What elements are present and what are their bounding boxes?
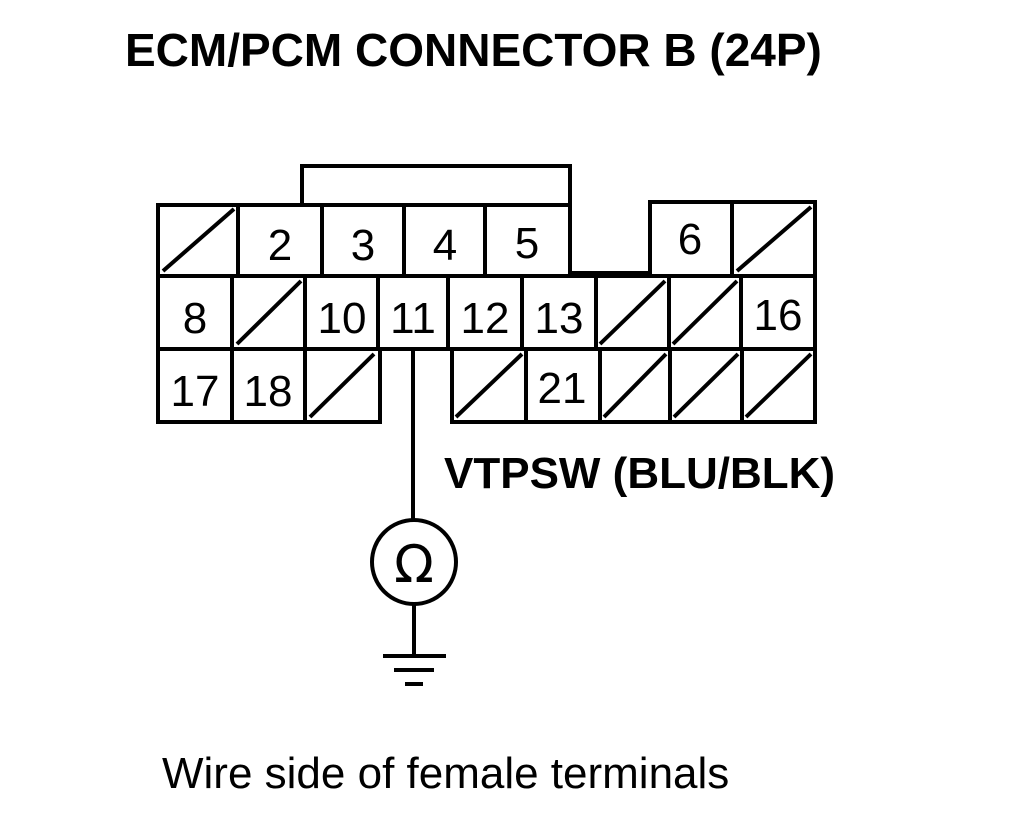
wire-label: VTPSW (BLU/BLK): [444, 449, 835, 498]
pin-2-label: 2: [268, 221, 292, 270]
pin-8-label: 8: [183, 294, 207, 343]
cavity-24-diagonal: [744, 352, 813, 419]
cavity-15-diagonal: [671, 279, 739, 346]
pin-10-label: 10: [318, 294, 367, 343]
cavity-19-diagonal: [308, 352, 376, 419]
pin-13-label: 13: [535, 294, 584, 343]
pin-5-label: 5: [515, 219, 539, 268]
pin-12-label: 12: [461, 294, 510, 343]
ohm-symbol: Ω: [394, 535, 434, 595]
ohmmeter-icon: Ω: [370, 518, 458, 606]
pin-21-label: 21: [538, 364, 587, 413]
pin-6-label: 6: [678, 215, 702, 264]
connector-body: [156, 164, 817, 424]
pin-17-label: 17: [171, 367, 220, 416]
pin-16-label: 16: [754, 291, 803, 340]
diagram-title: ECM/PCM CONNECTOR B (24P): [125, 24, 822, 76]
pin-11-label: 11: [390, 294, 436, 343]
pin-4-label: 4: [433, 221, 457, 270]
cavity-23-diagonal: [672, 352, 740, 419]
ground-icon: [383, 654, 446, 686]
pin-numbers: 2 3 4 5 6 8 10 11 12 13 16 17 18 21: [171, 215, 803, 416]
pin-3-label: 3: [351, 221, 375, 270]
diagram-caption: Wire side of female terminals: [162, 749, 729, 798]
cavity-14-diagonal: [598, 279, 667, 346]
cavity-20-diagonal: [454, 352, 524, 419]
cavity-7-diagonal: [735, 205, 813, 273]
cavity-1-diagonal: [161, 207, 236, 273]
cavity-22-diagonal: [602, 352, 668, 419]
unused-cavities: [161, 205, 813, 419]
pin-18-label: 18: [244, 367, 293, 416]
cavity-9-diagonal: [235, 279, 303, 346]
